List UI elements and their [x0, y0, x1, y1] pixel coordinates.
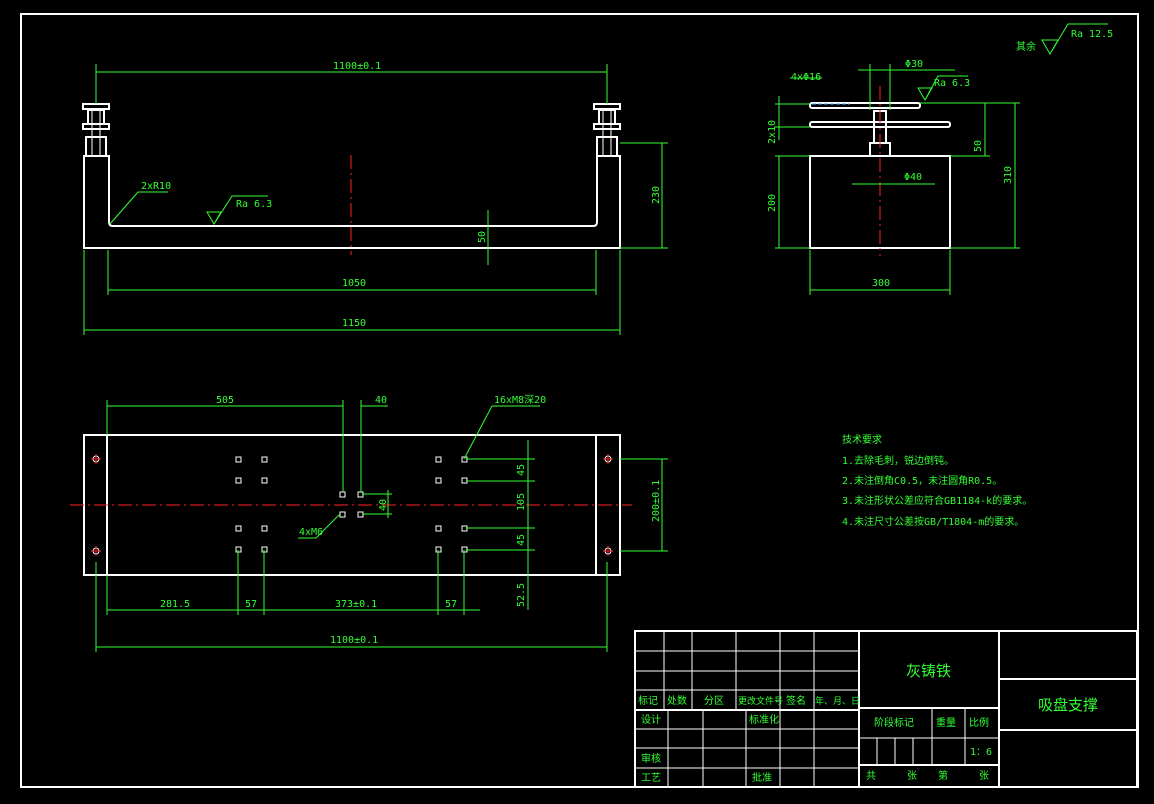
sheet-num-label: 第 — [938, 769, 948, 782]
process-label: 工艺 — [641, 772, 661, 784]
dim-front-inner: 1050 — [342, 278, 366, 289]
standard-label: 标准化 — [749, 713, 779, 726]
rev-header-mark: 标记 — [638, 695, 658, 707]
dim-plan-505: 505 — [216, 395, 234, 406]
surface-roughness-symbol — [1041, 23, 1108, 56]
side-view — [809, 102, 951, 249]
dim-front-roughness: Ra 6.3 — [236, 199, 272, 210]
dim-front-height: 230 — [651, 186, 662, 204]
dim-side-50: 50 — [973, 140, 984, 152]
scale-value: 1：6 — [970, 747, 992, 758]
dim-side-2x10: 2x10 — [767, 120, 778, 144]
dim-side-200: 200 — [767, 194, 778, 212]
design-label: 设计 — [641, 713, 661, 726]
rev-header-zone: 分区 — [704, 695, 724, 707]
requirement-item-1: 1.去除毛刺，锐边倒钝。 — [842, 454, 954, 467]
dim-side-dia40: Φ40 — [904, 172, 922, 183]
part-name: 吸盘支撑 — [1038, 696, 1098, 714]
scale-label: 比例 — [969, 716, 989, 729]
dim-plan-threads: 16xM8深20 — [494, 394, 546, 406]
approve-label: 批准 — [752, 771, 772, 784]
dim-plan-105: 105 — [516, 493, 527, 511]
dim-plan-m6: 4xM6 — [299, 527, 323, 538]
dim-front-thickness: 50 — [477, 231, 488, 243]
material-label: 灰铸铁 — [906, 662, 951, 680]
roughness-note-label: 其余 — [1016, 40, 1036, 53]
sheet-total-label: 共 — [866, 770, 876, 782]
rev-header-docno: 更改文件号 — [738, 695, 783, 707]
requirement-item-4: 4.未注尺寸公差按GB/T1804-m的要求。 — [842, 515, 1024, 528]
front-dimensions — [83, 64, 668, 335]
dim-side-roughness: Ra 6.3 — [934, 78, 970, 89]
requirements-title: 技术要求 — [842, 433, 882, 446]
dim-front-length: 1100±0.1 — [333, 61, 381, 72]
plan-dimensions — [95, 400, 668, 652]
rev-header-date: 年、月、日 — [815, 695, 860, 707]
review-label: 审核 — [641, 752, 661, 765]
dim-front-overall: 1150 — [342, 318, 366, 329]
dim-front-fillet: 2xR10 — [141, 181, 171, 192]
plan-mount-holes — [91, 454, 613, 556]
dim-side-300: 300 — [872, 278, 890, 289]
sheet-unit-label: 张 — [907, 770, 917, 782]
dim-plan-57a: 57 — [245, 599, 257, 610]
front-view — [82, 103, 621, 249]
dim-plan-281: 281.5 — [160, 599, 190, 610]
dim-plan-45b: 45 — [516, 534, 527, 546]
dim-side-holes: 4xΦ16 — [791, 72, 821, 83]
drawing-frame — [20, 13, 1139, 788]
dim-plan-45a: 45 — [516, 464, 527, 476]
sheet-unit2-label: 张 — [979, 770, 989, 782]
requirement-item-3: 3.未注形状公差应符合GB1184-k的要求。 — [842, 494, 1032, 507]
dim-plan-1100: 1100±0.1 — [330, 635, 378, 646]
weight-label: 重量 — [936, 716, 956, 729]
dim-plan-40: 40 — [375, 395, 387, 406]
stage-mark-label: 阶段标记 — [874, 716, 914, 729]
dim-plan-525: 52.5 — [516, 583, 527, 607]
dim-plan-373: 373±0.1 — [335, 599, 377, 610]
side-dimensions — [775, 64, 1020, 295]
roughness-note-value: Ra 12.5 — [1071, 29, 1113, 40]
rev-header-sign: 签名 — [786, 694, 806, 707]
dim-plan-57b: 57 — [445, 599, 457, 610]
title-block-grid — [634, 630, 1138, 788]
requirement-item-2: 2.未注倒角C0.5，未注圆角R0.5。 — [842, 474, 1002, 487]
plan-holes — [235, 456, 468, 553]
dim-plan-200: 200±0.1 — [651, 480, 662, 522]
dim-side-dia30: Φ30 — [905, 59, 923, 70]
dim-plan-40v: 40 — [378, 499, 389, 511]
dim-side-310: 310 — [1003, 166, 1014, 184]
rev-header-count: 处数 — [667, 694, 687, 707]
